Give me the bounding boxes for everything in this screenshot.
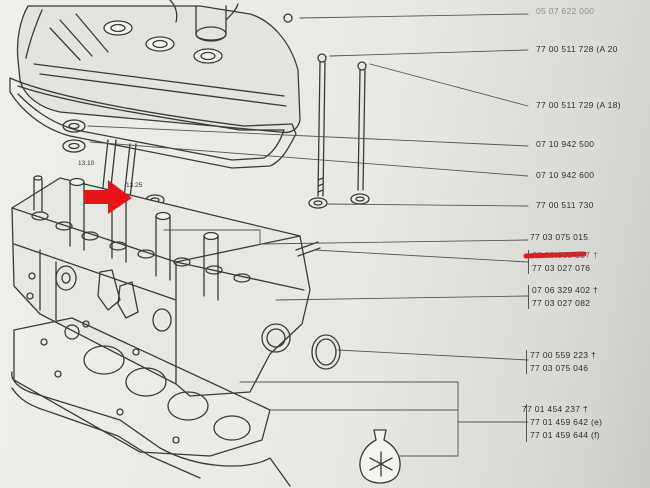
part-number-10b: 77 01 459 642 (e) <box>530 417 603 427</box>
part-number-7a: 77 03 063 107 † <box>532 250 598 260</box>
part-number-8b: 77 03 027 082 <box>532 298 591 308</box>
part-number-3: 07 10 942 500 <box>536 139 595 149</box>
rocker-cover <box>16 0 301 134</box>
bracket-7 <box>528 250 529 274</box>
part-number-7b: 77 03 027 076 <box>532 263 591 273</box>
part-number-9a: 77 00 559 223 † <box>530 350 596 360</box>
leader-lines <box>87 13 529 457</box>
part-number-1: 77 00 511 728 (A 20 <box>536 44 618 54</box>
bracket-10 <box>526 404 527 442</box>
part-number-4: 07 10 942 600 <box>536 170 595 180</box>
cover-washers <box>62 119 86 153</box>
bracket-8 <box>528 285 529 309</box>
dimension-label-a: 13.10 <box>78 160 95 167</box>
seal-ring <box>311 334 341 370</box>
part-number-2: 77 00 511 729 (A 18) <box>536 100 621 110</box>
part-number-8a: 07 06 329 402 † <box>532 285 598 295</box>
lower-gasket <box>11 371 291 487</box>
part-number-10a: 77 01 454 237 † <box>522 404 588 414</box>
bracket-9 <box>526 350 527 374</box>
cylinder-head-bolts <box>308 53 370 209</box>
dimension-label-b: 13.25 <box>126 182 143 189</box>
gasket-bag-icon <box>359 429 401 484</box>
cylinder-head <box>11 175 321 397</box>
part-number-10c: 77 01 459 644 (f) <box>530 430 600 440</box>
part-number-9b: 77 03 075 046 <box>530 363 589 373</box>
red-underline <box>523 251 587 259</box>
part-number-5: 77 00 511 730 <box>536 200 594 210</box>
red-arrow <box>84 180 132 214</box>
part-number-top: 05 07 622 000 <box>536 6 595 16</box>
part-number-6: 77 03 075 015 <box>530 232 589 242</box>
head-gasket <box>13 317 271 457</box>
